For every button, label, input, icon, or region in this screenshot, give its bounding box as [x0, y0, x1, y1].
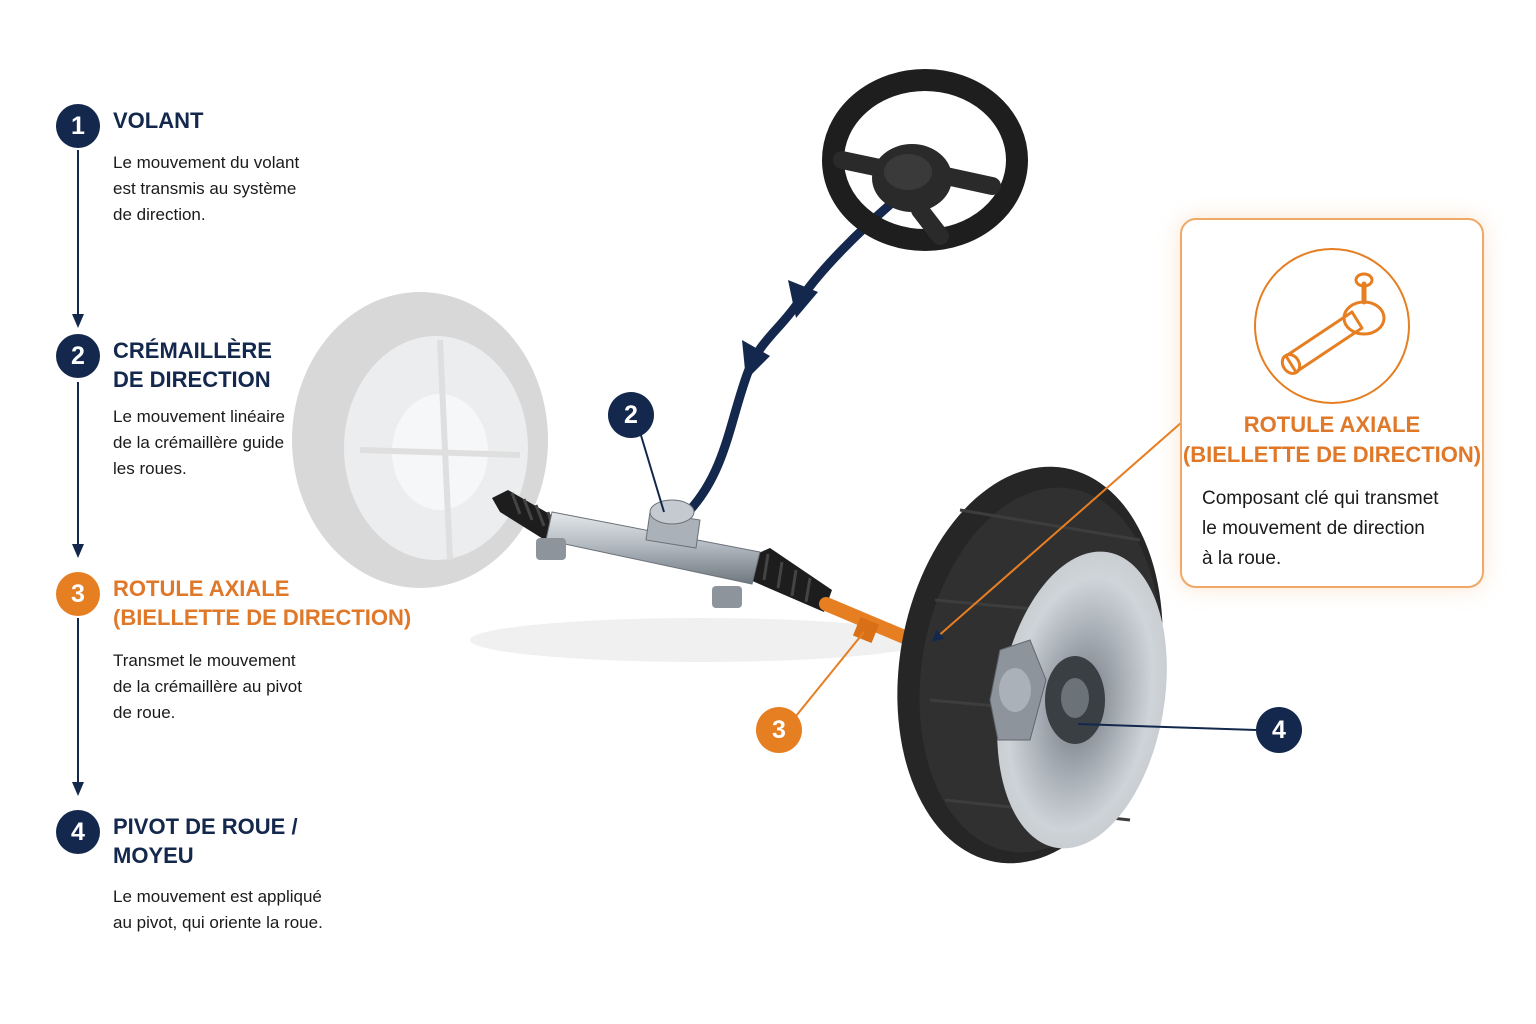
card-description: Composant clé qui transmet le mouvement … [1202, 488, 1439, 569]
callout-tie-rod: 3 [756, 707, 802, 753]
step-number-4: 4 [56, 810, 100, 854]
right-boot [750, 548, 832, 612]
step-title: PIVOT DE ROUE / MOYEU [113, 814, 298, 868]
step-number-1: 1 [56, 104, 100, 148]
callout-rack: 2 [608, 392, 654, 438]
steering-rack [536, 499, 761, 608]
steering-column [685, 191, 905, 515]
step-description: Le mouvement du volant est transmis au s… [113, 153, 300, 224]
left-boot [492, 490, 560, 542]
callout-hub: 4 [1256, 707, 1302, 753]
leader-card [931, 421, 1183, 642]
card-title: ROTULE AXIALE (BIELLETTE DE DIRECTION) [1182, 412, 1482, 467]
left-wheel-faded [292, 292, 548, 588]
steps-connector [72, 150, 84, 796]
steering-knuckle [989, 639, 1047, 741]
leader-tie-rod [795, 631, 865, 717]
rack-shadow [470, 618, 930, 662]
leader-hub [1077, 723, 1257, 731]
column-arrow-lower [742, 340, 770, 380]
column-arrow-upper [788, 280, 818, 318]
step-description: Le mouvement est appliqué au pivot, qui … [113, 887, 323, 932]
step-title: CRÉMAILLÈRE DE DIRECTION [113, 338, 272, 392]
tie-rod-end-icon [1254, 248, 1410, 404]
step-number-3: 3 [56, 572, 100, 616]
step-description: Transmet le mouvement de la crémaillère … [113, 651, 302, 722]
step-description: Le mouvement linéaire de la crémaillère … [113, 407, 285, 478]
steering-wheel [822, 69, 1028, 251]
leader-rack [639, 431, 665, 513]
step-title: VOLANT [113, 108, 204, 133]
step-title: ROTULE AXIALE (BIELLETTE DE DIRECTION) [113, 576, 412, 630]
info-card: ROTULE AXIALE (BIELLETTE DE DIRECTION) C… [1180, 218, 1484, 588]
step-number-2: 2 [56, 334, 100, 378]
